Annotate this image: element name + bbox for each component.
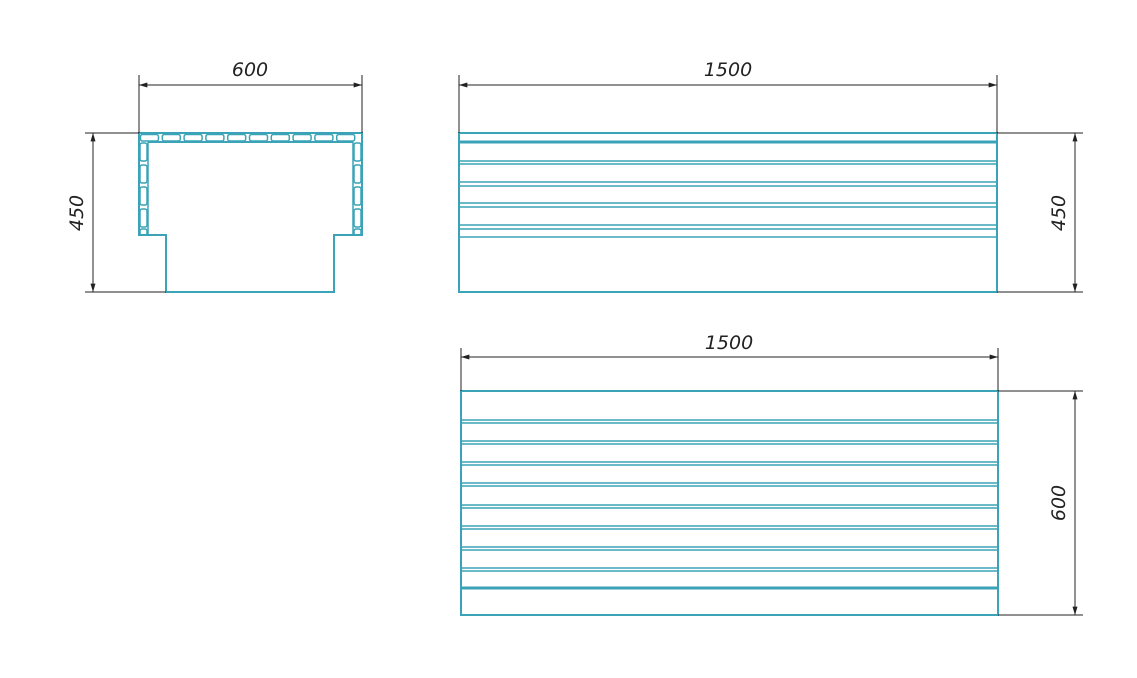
side-view [458, 132, 998, 293]
slot [139, 142, 148, 162]
slot [139, 186, 148, 206]
top-outline [460, 390, 999, 616]
front-width-label: 600 [232, 59, 268, 81]
slot [335, 133, 356, 142]
top-length-label: 1500 [705, 332, 753, 354]
slot [161, 133, 182, 142]
slot [353, 142, 362, 162]
front-outline [138, 132, 363, 293]
slot [292, 133, 312, 142]
slot [314, 133, 334, 142]
slot [139, 164, 148, 184]
side-height-label: 450 [1048, 195, 1070, 231]
slot [353, 228, 362, 236]
slot [353, 164, 362, 184]
slot [183, 133, 203, 142]
side-dimensions: 1500 450 [458, 59, 1083, 293]
side-length-label: 1500 [704, 59, 752, 81]
slot [139, 133, 160, 142]
slot [205, 133, 225, 142]
slot [248, 133, 269, 142]
front-slat-slots [139, 133, 362, 236]
slot [270, 133, 291, 142]
top-width-label: 600 [1048, 485, 1070, 521]
slot [353, 208, 362, 228]
front-dimensions: 600 450 [66, 59, 363, 293]
side-outline [458, 132, 998, 293]
slot [139, 228, 148, 236]
front-height-label: 450 [66, 195, 88, 231]
slot [353, 186, 362, 206]
slot [226, 133, 247, 142]
slot [139, 208, 148, 228]
top-view [460, 390, 999, 616]
front-view [138, 132, 363, 293]
top-dimensions: 1500 600 [460, 332, 1083, 616]
